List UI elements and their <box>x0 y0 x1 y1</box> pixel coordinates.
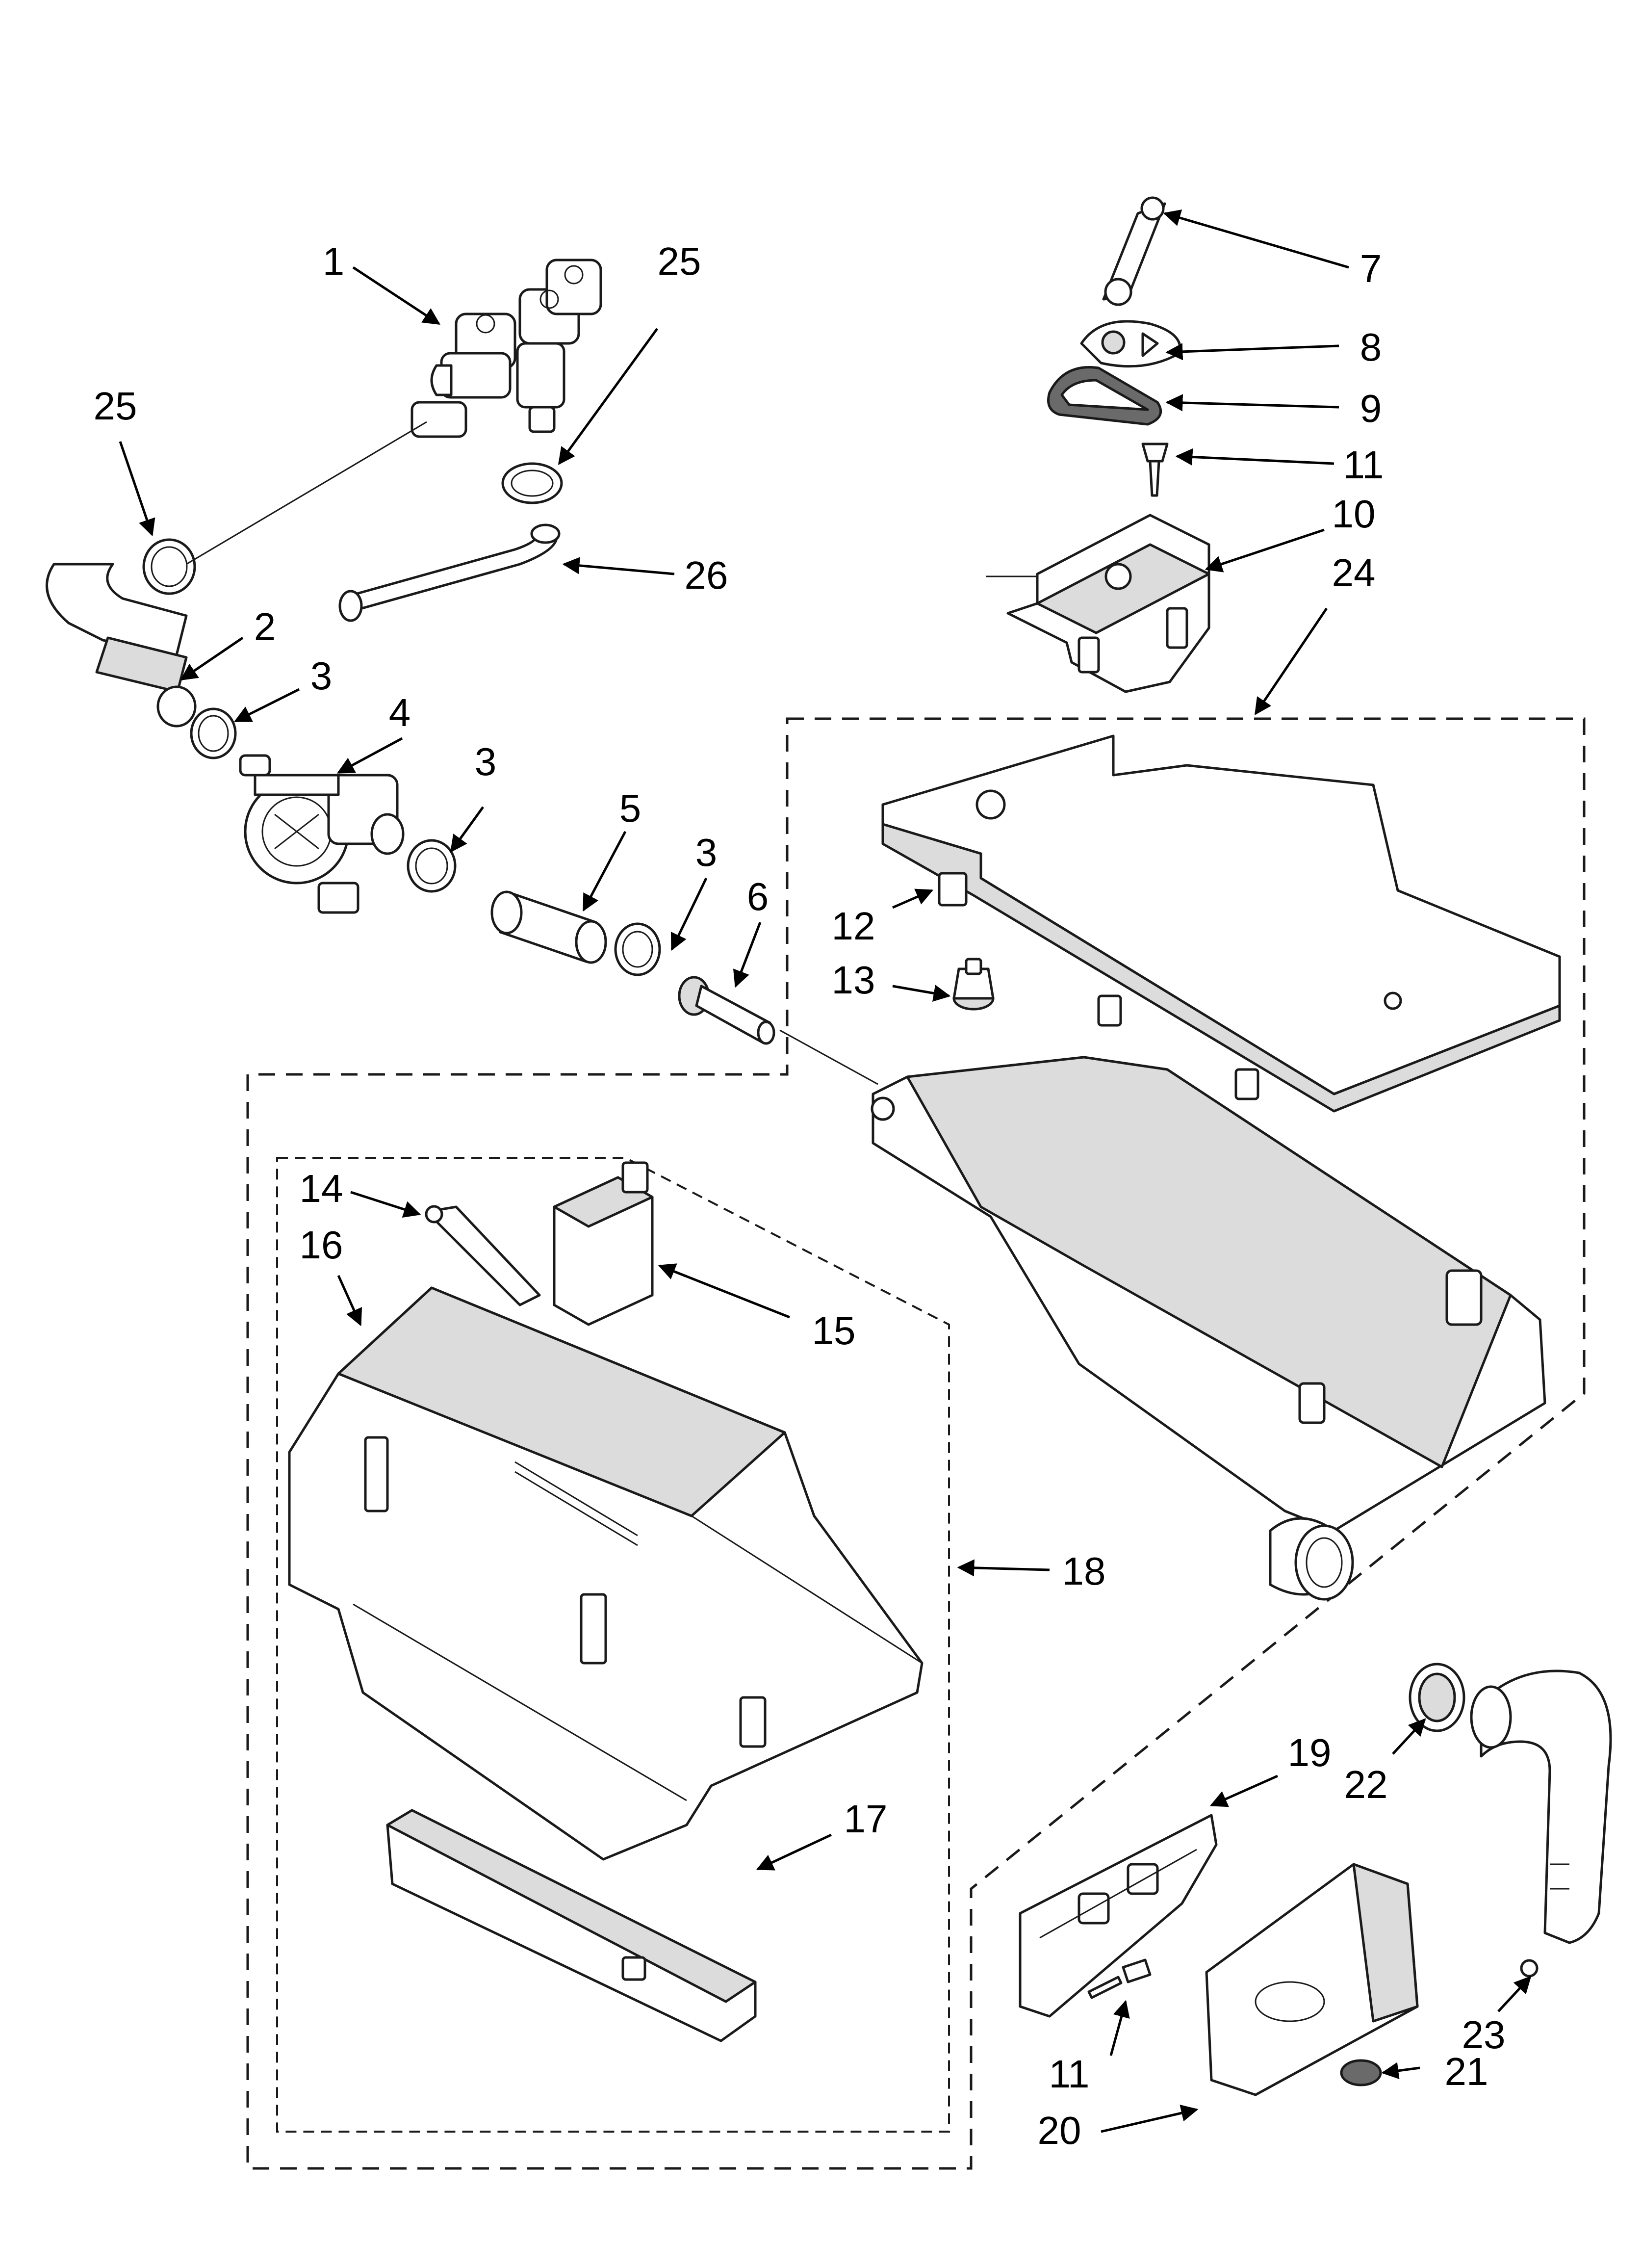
callout-26: 26 <box>685 553 728 597</box>
badge-part-21 <box>1340 2059 1382 2086</box>
callout-3-b: 3 <box>475 740 497 783</box>
callout-12: 12 <box>832 904 875 948</box>
gasket-part-9 <box>1047 366 1162 426</box>
assembly-boundary-24 <box>246 717 1586 2170</box>
screw-part-11-bottom <box>1087 1958 1152 1999</box>
callout-11-bottom: 11 <box>1049 2052 1089 2096</box>
callout-14: 14 <box>300 1167 343 1210</box>
callout-15: 15 <box>812 1309 856 1353</box>
callout-25-left: 25 <box>94 384 137 428</box>
drawer-cover-part-17 <box>386 1809 757 2042</box>
callout-13: 13 <box>832 958 875 1002</box>
callout-24: 24 <box>1332 551 1376 595</box>
nozzle-part-6 <box>678 976 775 1045</box>
callout-7: 7 <box>1360 247 1382 290</box>
inlet-hose-part-2 <box>46 563 197 728</box>
dispenser-lid-part-24 <box>881 734 1561 1113</box>
callout-1: 1 <box>323 239 345 283</box>
callout-17: 17 <box>844 1797 888 1841</box>
vacuum-breaker-part-4 <box>239 754 405 914</box>
actuator-part-10 <box>1006 514 1210 693</box>
callout-23: 23 <box>1462 2013 1506 2057</box>
dispenser-housing-part-24 <box>871 1056 1546 1601</box>
callout-8: 8 <box>1360 325 1382 369</box>
hose-clamp-part-3-b <box>407 839 457 893</box>
callout-4: 4 <box>389 691 411 734</box>
callout-6: 6 <box>747 875 769 918</box>
callout-3-a: 3 <box>310 654 333 698</box>
callout-3-c: 3 <box>695 831 718 874</box>
knob-part-13 <box>952 958 995 1011</box>
callout-labels: 1 2 3 4 3 5 3 6 7 8 9 11 10 24 12 13 14 … <box>94 239 1506 2152</box>
water-inlet-valve-part-1 <box>410 259 602 438</box>
callout-20: 20 <box>1038 2109 1081 2152</box>
assembly-boundary-18 <box>276 1157 950 2133</box>
dispenser-drawer-part-16 <box>288 1286 924 1861</box>
callout-9: 9 <box>1360 387 1382 430</box>
callout-19: 19 <box>1288 1731 1332 1774</box>
drawer-face-part-20 <box>1205 1863 1419 2096</box>
callout-5: 5 <box>619 786 641 830</box>
cam-plate-part-8 <box>1080 320 1181 368</box>
screw-part-11-top <box>1141 443 1169 497</box>
drain-hose-part-23 <box>1470 1669 1612 1978</box>
callout-16: 16 <box>300 1223 343 1267</box>
callout-2: 2 <box>254 605 276 649</box>
cup-insert-part-15 <box>553 1161 654 1326</box>
elbow-hose-part-26 <box>338 523 561 622</box>
hose-clamp-part-25-right <box>501 462 563 504</box>
callout-25-right: 25 <box>658 239 701 283</box>
leader-arrows <box>119 209 1532 2133</box>
hose-part-5 <box>490 890 607 964</box>
bracket-part-19 <box>1019 1814 1218 2018</box>
hose-clamp-part-25-left <box>142 538 196 595</box>
callout-18: 18 <box>1062 1549 1106 1593</box>
hose-clamp-part-3-a <box>190 707 237 759</box>
hose-clamp-part-3-c <box>614 922 661 976</box>
callout-10: 10 <box>1332 492 1376 536</box>
lever-part-7 <box>1102 196 1166 306</box>
callout-21: 21 <box>1445 2050 1488 2093</box>
siphon-cap-part-14 <box>425 1205 541 1306</box>
callout-22: 22 <box>1344 1763 1388 1806</box>
ring-part-22 <box>1409 1663 1465 1732</box>
callout-11-top: 11 <box>1343 443 1384 487</box>
